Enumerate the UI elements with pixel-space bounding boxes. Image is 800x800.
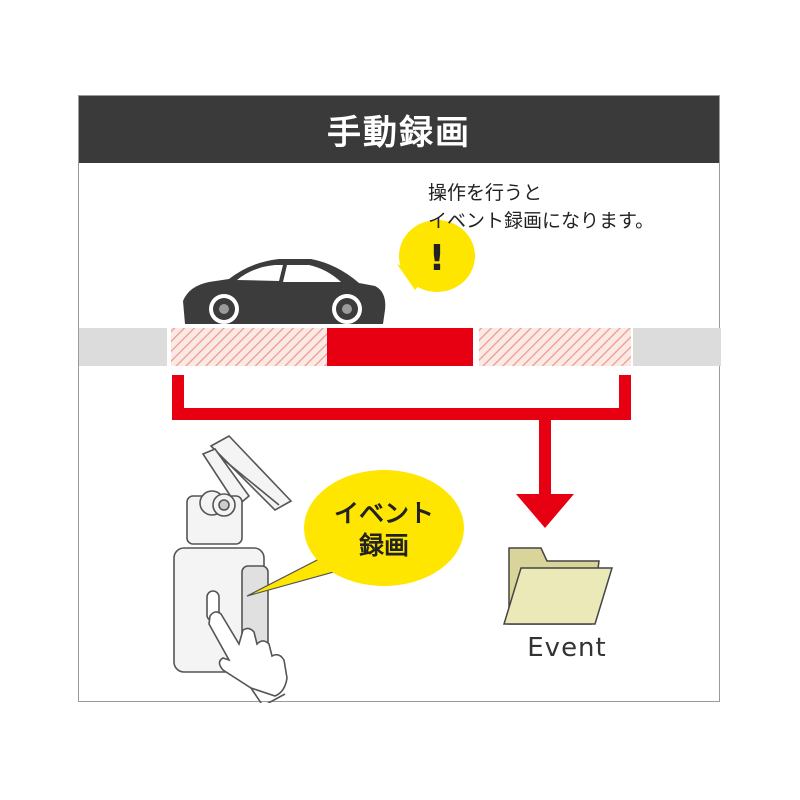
- timeline-event-segment: [327, 328, 473, 366]
- folder-label: Event: [527, 633, 607, 663]
- timeline-normal-left: [79, 328, 167, 366]
- event-bubble: [246, 470, 464, 597]
- event-bubble-line-1: イベント: [333, 499, 434, 528]
- note-line-2: イベント録画になります。: [428, 210, 655, 232]
- title-bar: 手動録画: [79, 96, 719, 163]
- event-bubble-line-2: 録画: [358, 531, 409, 560]
- note-line-1: 操作を行うと: [428, 182, 543, 204]
- diagram-title: 手動録画: [327, 113, 471, 153]
- alert-bubble: !: [397, 220, 475, 292]
- timeline-hatched-after: [479, 328, 631, 366]
- timeline-hatched-before: [171, 328, 327, 366]
- alert-mark: !: [429, 238, 445, 279]
- folder-icon: [502, 547, 614, 625]
- diagram-art: !: [79, 220, 721, 703]
- timeline-normal-right: [633, 328, 721, 366]
- diagram-panel: 手動録画: [78, 95, 721, 703]
- down-arrow-icon: [172, 375, 631, 528]
- car-icon: [183, 259, 386, 324]
- pointing-hand-icon: [208, 611, 288, 703]
- timeline: [79, 328, 721, 366]
